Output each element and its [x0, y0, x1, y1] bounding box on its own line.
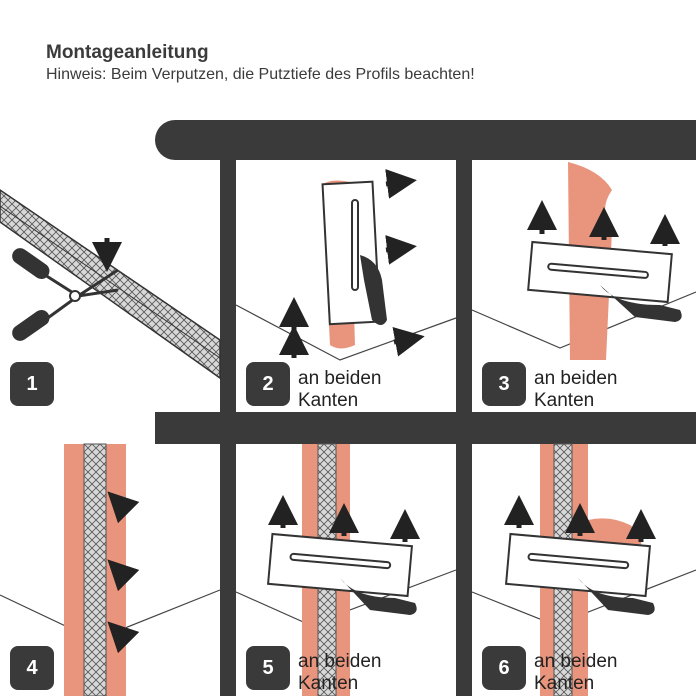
- step-badge-3: 3: [482, 362, 526, 406]
- step-badge-1: 1: [10, 362, 54, 406]
- step3-illustration: [471, 162, 696, 360]
- step6-caption: an beiden Kanten: [534, 651, 617, 695]
- step2-caption-line2: Kanten: [298, 390, 359, 411]
- step5-caption: an beiden Kanten: [298, 651, 381, 695]
- step5-illustration: [235, 443, 457, 696]
- step2-caption: an beiden Kanten: [298, 368, 381, 412]
- step-badge-4: 4: [10, 646, 54, 690]
- step6-caption-line1: an beiden: [534, 651, 618, 672]
- step6-caption-line2: Kanten: [534, 673, 595, 694]
- step1-illustration: [0, 189, 221, 380]
- step-badge-6: 6: [482, 646, 526, 690]
- step-badge-2: 2: [246, 362, 290, 406]
- step5-caption-line1: an beiden: [298, 651, 382, 672]
- step3-caption-line2: Kanten: [534, 390, 595, 411]
- page-title: Montageanleitung: [46, 42, 209, 63]
- step3-caption-line1: an beiden: [534, 368, 618, 389]
- step5-caption-line2: Kanten: [298, 673, 359, 694]
- tin-snips-icon: [12, 248, 119, 341]
- plaster-hint: Hinweis: Beim Verputzen, die Putztiefe d…: [46, 66, 475, 83]
- step2-caption-line1: an beiden: [298, 368, 382, 389]
- step6-illustration: [471, 443, 696, 696]
- step3-caption: an beiden Kanten: [534, 368, 617, 412]
- step4-illustration: [0, 443, 221, 696]
- step2-illustration: [235, 168, 457, 361]
- step-badge-5: 5: [246, 646, 290, 690]
